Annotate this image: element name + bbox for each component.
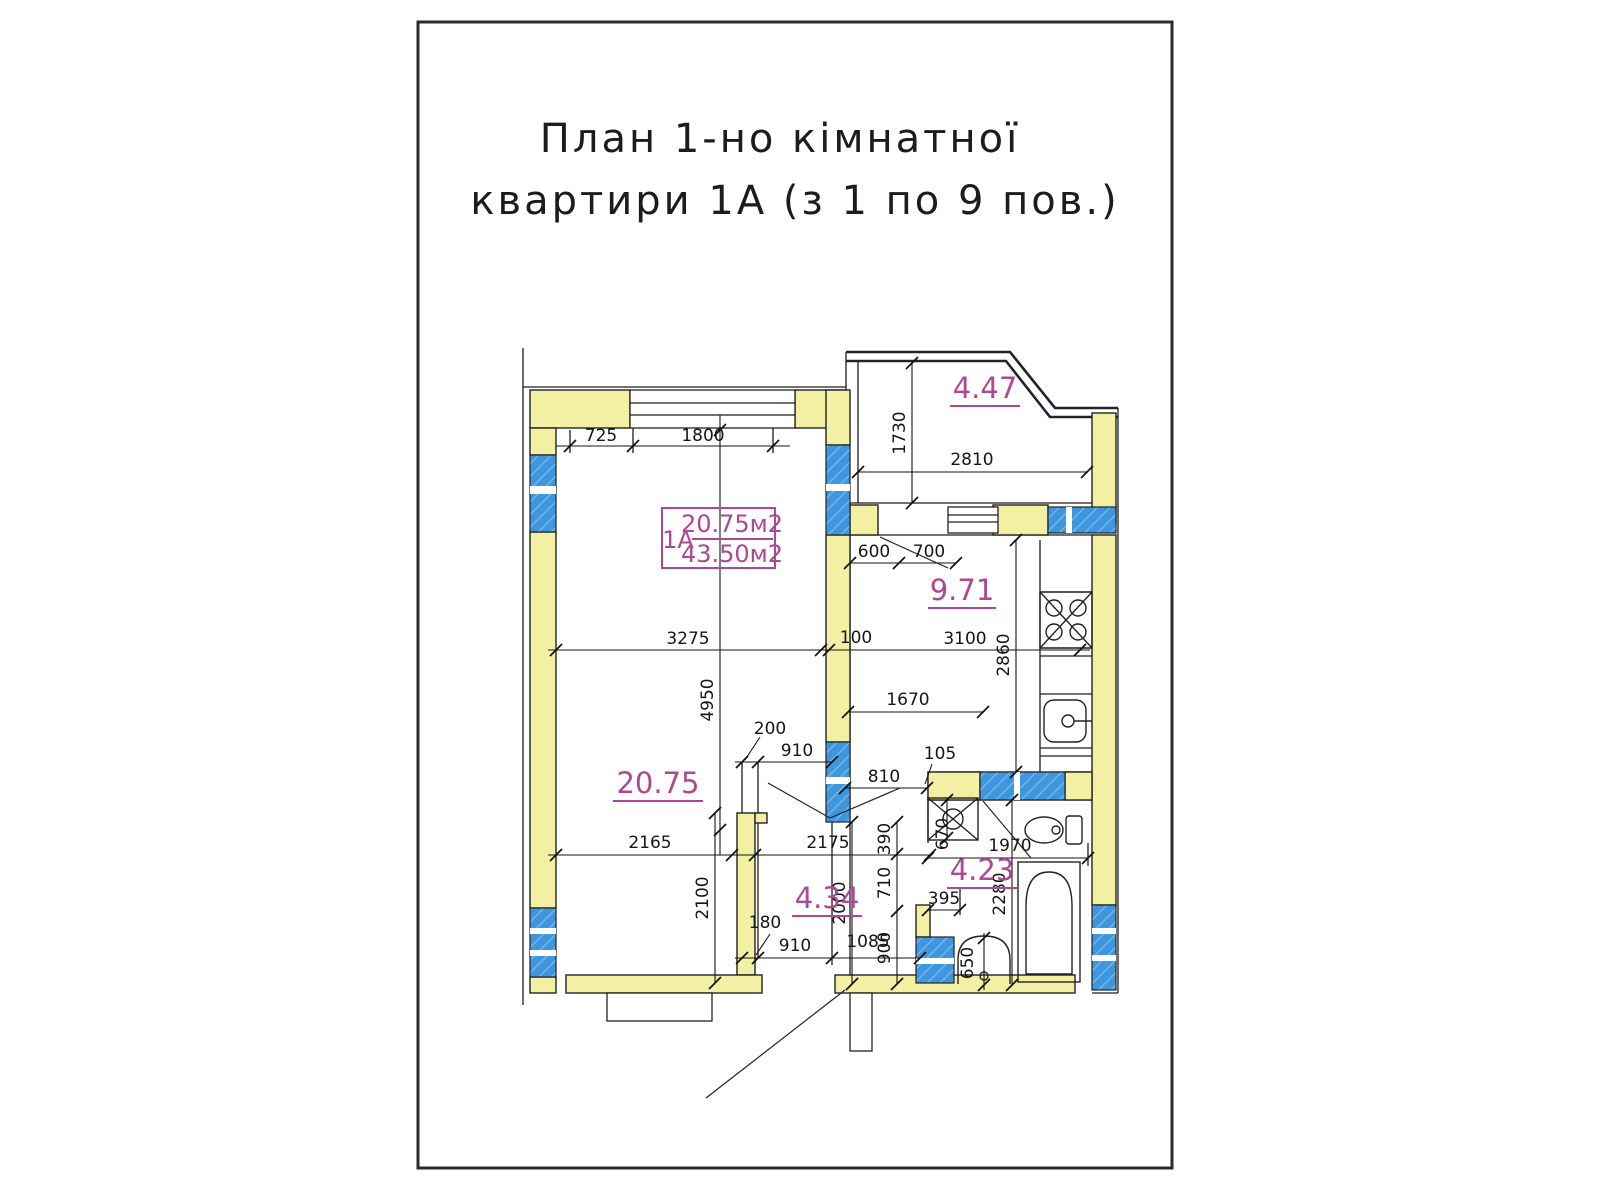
room-labels: 4.47 9.71 20.75 4.34 4.23: [613, 371, 1020, 917]
dim-label: 670: [933, 818, 953, 850]
window-living-top: [629, 389, 796, 429]
dim-label: 600: [858, 542, 890, 562]
dim-label: 105: [924, 744, 956, 764]
dim-label: 1800: [681, 426, 724, 446]
wall-segment: [529, 389, 631, 429]
window-divider: [530, 950, 556, 956]
window-kitchen-balcony: [1047, 506, 1117, 534]
window-sill-bottom: [606, 992, 713, 1022]
fixtures: [927, 591, 1093, 984]
dim-label: 2165: [628, 833, 671, 853]
dim-label: 2860: [994, 633, 1014, 676]
dim-label: 910: [779, 936, 811, 956]
wall-segment: [927, 771, 981, 801]
dim-label: 1970: [988, 836, 1031, 856]
wall-segment: [834, 974, 1076, 994]
stove-icon: [1039, 591, 1093, 649]
wall-segment: [565, 974, 763, 994]
window-divider: [530, 928, 556, 934]
entrance-jamb: [849, 992, 873, 1052]
door-swings: [705, 536, 1032, 1099]
info-box-total-area: 43.50м2: [681, 540, 783, 568]
wall-segment: [1064, 771, 1093, 801]
dim-label: 3100: [943, 629, 986, 649]
dim-label: 2000: [830, 881, 850, 924]
info-box-room-area: 20.75м2: [681, 510, 783, 538]
dim-label: 3275: [666, 629, 709, 649]
entrance-door-swing: [705, 989, 846, 1099]
dim-label: 710: [875, 867, 895, 899]
window-divider: [1066, 507, 1072, 533]
dim-label: 900: [875, 932, 895, 964]
info-box-unit: 1А: [662, 526, 694, 554]
dim-label: 725: [585, 426, 617, 446]
window-divider: [1092, 928, 1116, 934]
wall-segment: [992, 504, 1049, 536]
wall-segment: [1091, 412, 1117, 524]
dimension-lines: [548, 356, 1095, 992]
dim-ticks: [549, 356, 1095, 992]
info-box-border: [661, 507, 776, 569]
wall-segment: [529, 976, 557, 994]
partition-wall-stub: [754, 812, 768, 824]
dim-label: 395: [928, 889, 960, 909]
wall-segment: [825, 389, 851, 446]
door-opening-bath-top: [979, 771, 1066, 801]
dim-label: 2175: [806, 833, 849, 853]
room-label-bathroom: 4.23: [950, 853, 1015, 887]
windows-and-openings: [529, 389, 1117, 1052]
living-door-swing: [767, 782, 901, 819]
dim-label: 2100: [693, 876, 713, 919]
title-block: План 1-но кімнатної квартири 1А (з 1 по …: [470, 116, 1119, 224]
washing-machine-icon: [927, 797, 979, 841]
window-right-lower: [1091, 904, 1117, 991]
balcony-outer-edge: [846, 350, 1118, 419]
room-label-balcony: 4.47: [953, 371, 1018, 405]
wall-segment: [1091, 534, 1117, 906]
dim-label: 4950: [698, 678, 718, 721]
window-divider: [1092, 955, 1116, 961]
dim-label: 180: [749, 913, 781, 933]
dim-label: 200: [754, 719, 786, 739]
title-line-2: квартири 1А (з 1 по 9 пов.): [470, 178, 1119, 224]
window-left-lower: [529, 907, 557, 978]
wall-segment: [529, 427, 557, 456]
dim-label: 2280: [990, 872, 1010, 915]
dim-lines: [548, 363, 1090, 990]
partition-wall: [736, 812, 756, 976]
window-balcony-door: [947, 506, 999, 534]
room-label-kitchen: 9.71: [930, 573, 995, 607]
dim-label: 1085: [846, 932, 889, 952]
dim-label: 1730: [890, 411, 910, 454]
dim-label: 650: [958, 947, 978, 979]
wall-segment: [849, 504, 879, 536]
room-label-living: 20.75: [616, 766, 699, 800]
dimension-labels: 725 1800 1730 2810 600 700 3275 100 3100…: [585, 411, 1032, 979]
window-divider: [530, 486, 556, 494]
dim-label: 390: [875, 823, 895, 855]
wall-segment: [529, 531, 557, 909]
bathtub-icon: [1017, 861, 1081, 983]
bathroom-door-swing: [982, 800, 1032, 859]
dim-label: 700: [913, 542, 945, 562]
window-divider: [826, 777, 850, 784]
dim-label: 810: [868, 767, 900, 787]
wall-segment: [825, 534, 851, 743]
window-divider: [916, 958, 954, 964]
toilet-icon: [1024, 815, 1083, 845]
window-divider: [1014, 772, 1020, 800]
window-divider: [826, 484, 850, 491]
dim-label: 100: [840, 628, 872, 648]
dim-label: 2810: [950, 450, 993, 470]
apartment-info-box: 1А 20.75м2 43.50м2: [661, 507, 783, 569]
dim-label: 1670: [886, 690, 929, 710]
title-line-1: План 1-но кімнатної: [540, 116, 1020, 162]
room-label-hallway: 4.34: [795, 881, 860, 915]
dim-label: 910: [781, 741, 813, 761]
kitchen-sink-icon: [1043, 699, 1092, 743]
